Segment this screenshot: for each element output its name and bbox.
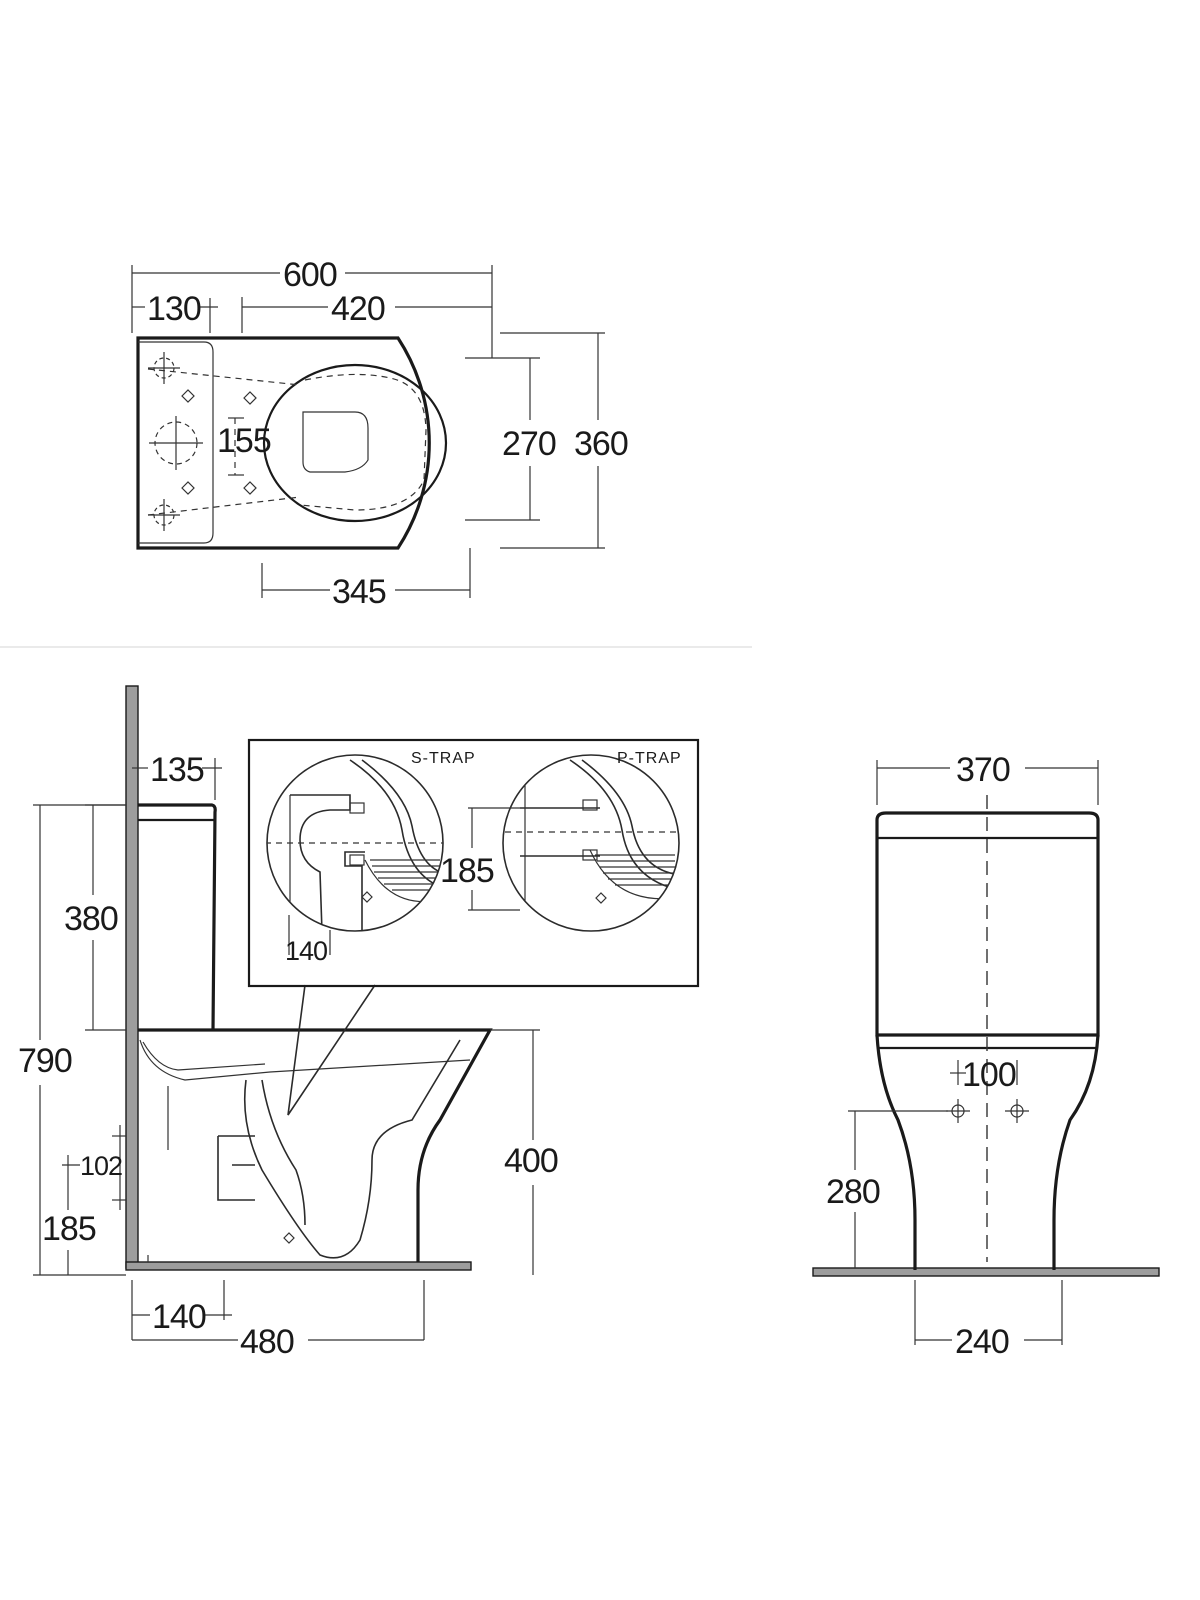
dim-waste-dia: 102 xyxy=(80,1151,122,1181)
dim-seat-length: 345 xyxy=(332,573,386,611)
dim-p-trap-height: 185 xyxy=(440,852,494,890)
dim-bowl-height: 400 xyxy=(504,1142,558,1180)
front-fixing-right xyxy=(1005,1099,1029,1123)
p-trap-detail xyxy=(502,754,680,932)
dim-wall-to-waste: 140 xyxy=(152,1298,206,1336)
side-cistern xyxy=(138,803,217,1031)
front-pan xyxy=(875,1034,1100,1270)
dim-pan-base-width: 240 xyxy=(955,1323,1009,1361)
side-view: 135 380 790 102 185 400 140 480 xyxy=(18,685,559,1361)
dim-overall-width: 360 xyxy=(574,425,628,463)
trap-detail: 140 S-TRAP xyxy=(247,738,700,988)
s-trap-detail: 140 xyxy=(266,754,444,966)
side-wall xyxy=(125,685,139,1269)
side-pan xyxy=(138,1028,493,1262)
callout-pointer xyxy=(287,984,376,1116)
dim-waste-height: 185 xyxy=(42,1210,96,1248)
plan-waste-inlet-icon xyxy=(149,416,203,470)
dim-bowl-length: 420 xyxy=(331,290,385,328)
plan-fixing-hole-top xyxy=(148,352,180,384)
front-floor xyxy=(812,1267,1160,1277)
trap-detail-frame xyxy=(247,738,700,988)
plan-fixing-hole-bottom xyxy=(148,499,180,531)
front-cistern xyxy=(875,811,1100,1037)
plan-taper-line xyxy=(147,368,301,386)
label-s-trap: S-TRAP xyxy=(411,750,476,767)
plan-rim-hidden xyxy=(299,373,427,511)
label-p-trap: P-TRAP xyxy=(617,750,682,767)
plan-flush-opening xyxy=(302,411,369,473)
dim-cistern-height: 380 xyxy=(64,900,118,938)
dim-wall-to-cistern: 135 xyxy=(150,751,204,789)
dim-overall-height: 790 xyxy=(18,1042,72,1080)
plan-small-fixing xyxy=(181,389,257,495)
dim-seat-width: 270 xyxy=(502,425,556,463)
front-view: 100 370 280 240 xyxy=(812,751,1160,1361)
dim-s-trap-offset: 140 xyxy=(285,936,327,966)
plan-view: 155 600 130 420 270 360 345 xyxy=(131,256,629,611)
side-fixing-icon xyxy=(283,1232,295,1244)
dim-cistern-depth: 130 xyxy=(147,290,201,328)
plan-cistern xyxy=(138,341,214,544)
plan-outline xyxy=(136,336,431,550)
dim-overall-length: 600 xyxy=(283,256,337,294)
plan-taper-line xyxy=(147,496,301,516)
side-bowl-trapway xyxy=(243,1039,461,1259)
side-floor xyxy=(125,1261,472,1271)
front-fixing-left xyxy=(946,1099,970,1123)
dim-cistern-width: 370 xyxy=(956,751,1010,789)
dim-fixing-centres: 100 xyxy=(962,1056,1016,1094)
dim-fixing-height: 280 xyxy=(826,1173,880,1211)
dim-projection: 480 xyxy=(240,1323,294,1361)
plan-seat xyxy=(262,363,448,523)
dim-fixing-spacing: 155 xyxy=(217,422,271,460)
